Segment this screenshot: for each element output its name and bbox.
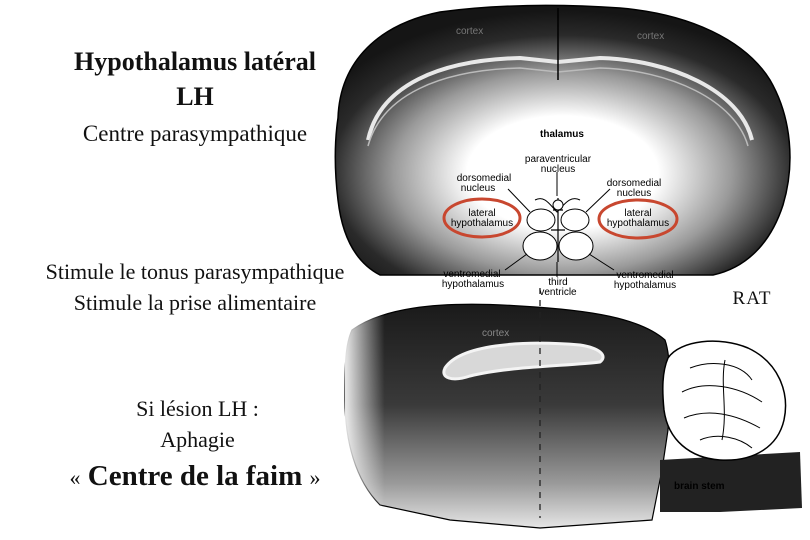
label-third-ventricle-1: third xyxy=(548,277,567,288)
centre-parasympathique: Centre parasympathique xyxy=(82,121,308,146)
label-ventromedial-left-2: hypothalamus xyxy=(442,279,504,290)
species-label: RAT xyxy=(732,288,772,309)
quote-open: « xyxy=(69,465,81,490)
label-cortex-left: cortex xyxy=(456,26,483,37)
label-dorsomedial-right-1: dorsomedial xyxy=(607,178,661,189)
lesion-effects: Si lésion LH : Aphagie xyxy=(80,393,315,455)
label-thalamus: thalamus xyxy=(540,129,584,140)
label-paraventricular-2: nucleus xyxy=(541,164,575,175)
label-cortex-right: cortex xyxy=(637,31,664,42)
label-dorsomedial-left-1: dorsomedial xyxy=(457,173,511,184)
label-ventromedial-left-1: ventromedial xyxy=(443,269,500,280)
label-lateral-hypothalamus-left-1: lateral xyxy=(468,208,495,219)
stim-line-1: Stimule le tonus parasympathique xyxy=(45,259,345,284)
lesion-line-2: Aphagie xyxy=(160,427,235,452)
label-lateral-hypothalamus-left-2: hypothalamus xyxy=(451,218,513,229)
label-ventromedial-right-2: hypothalamus xyxy=(614,280,676,291)
centre-de-la-faim: « Centre de la faim » xyxy=(20,460,370,493)
label-third-ventricle-2: ventricle xyxy=(539,287,577,298)
lateral-hypothalamus-left-circle xyxy=(442,197,522,239)
label-sagittal-cortex: cortex xyxy=(482,328,509,339)
stimulation-effects: Stimule le tonus parasympathique Stimule… xyxy=(0,256,390,318)
label-dorsomedial-right-2: nucleus xyxy=(617,188,651,199)
title-lateral-hypothalamus: Hypothalamus latéral LH xyxy=(30,44,360,114)
faim-text: Centre de la faim xyxy=(87,460,303,492)
lateral-hypothalamus-right-circle xyxy=(597,198,679,240)
label-dorsomedial-left-2: nucleus xyxy=(461,183,495,194)
label-paraventricular-1: paraventricular xyxy=(525,154,592,165)
label-brain-stem: brain stem xyxy=(674,481,725,492)
stim-line-2: Stimule la prise alimentaire xyxy=(73,290,317,315)
leader-lines xyxy=(504,172,615,277)
title-line-2: LH xyxy=(176,82,214,111)
sagittal-section xyxy=(344,300,802,535)
label-ventromedial-right-1: ventromedial xyxy=(616,270,673,281)
lesion-line-1: Si lésion LH : xyxy=(136,396,259,421)
coronal-section xyxy=(334,4,791,276)
label-lateral-hypothalamus-right-2: hypothalamus xyxy=(607,218,669,229)
quote-close: » xyxy=(309,465,321,490)
title-line-1: Hypothalamus latéral xyxy=(74,47,316,76)
label-lateral-hypothalamus-right-1: lateral xyxy=(624,208,651,219)
